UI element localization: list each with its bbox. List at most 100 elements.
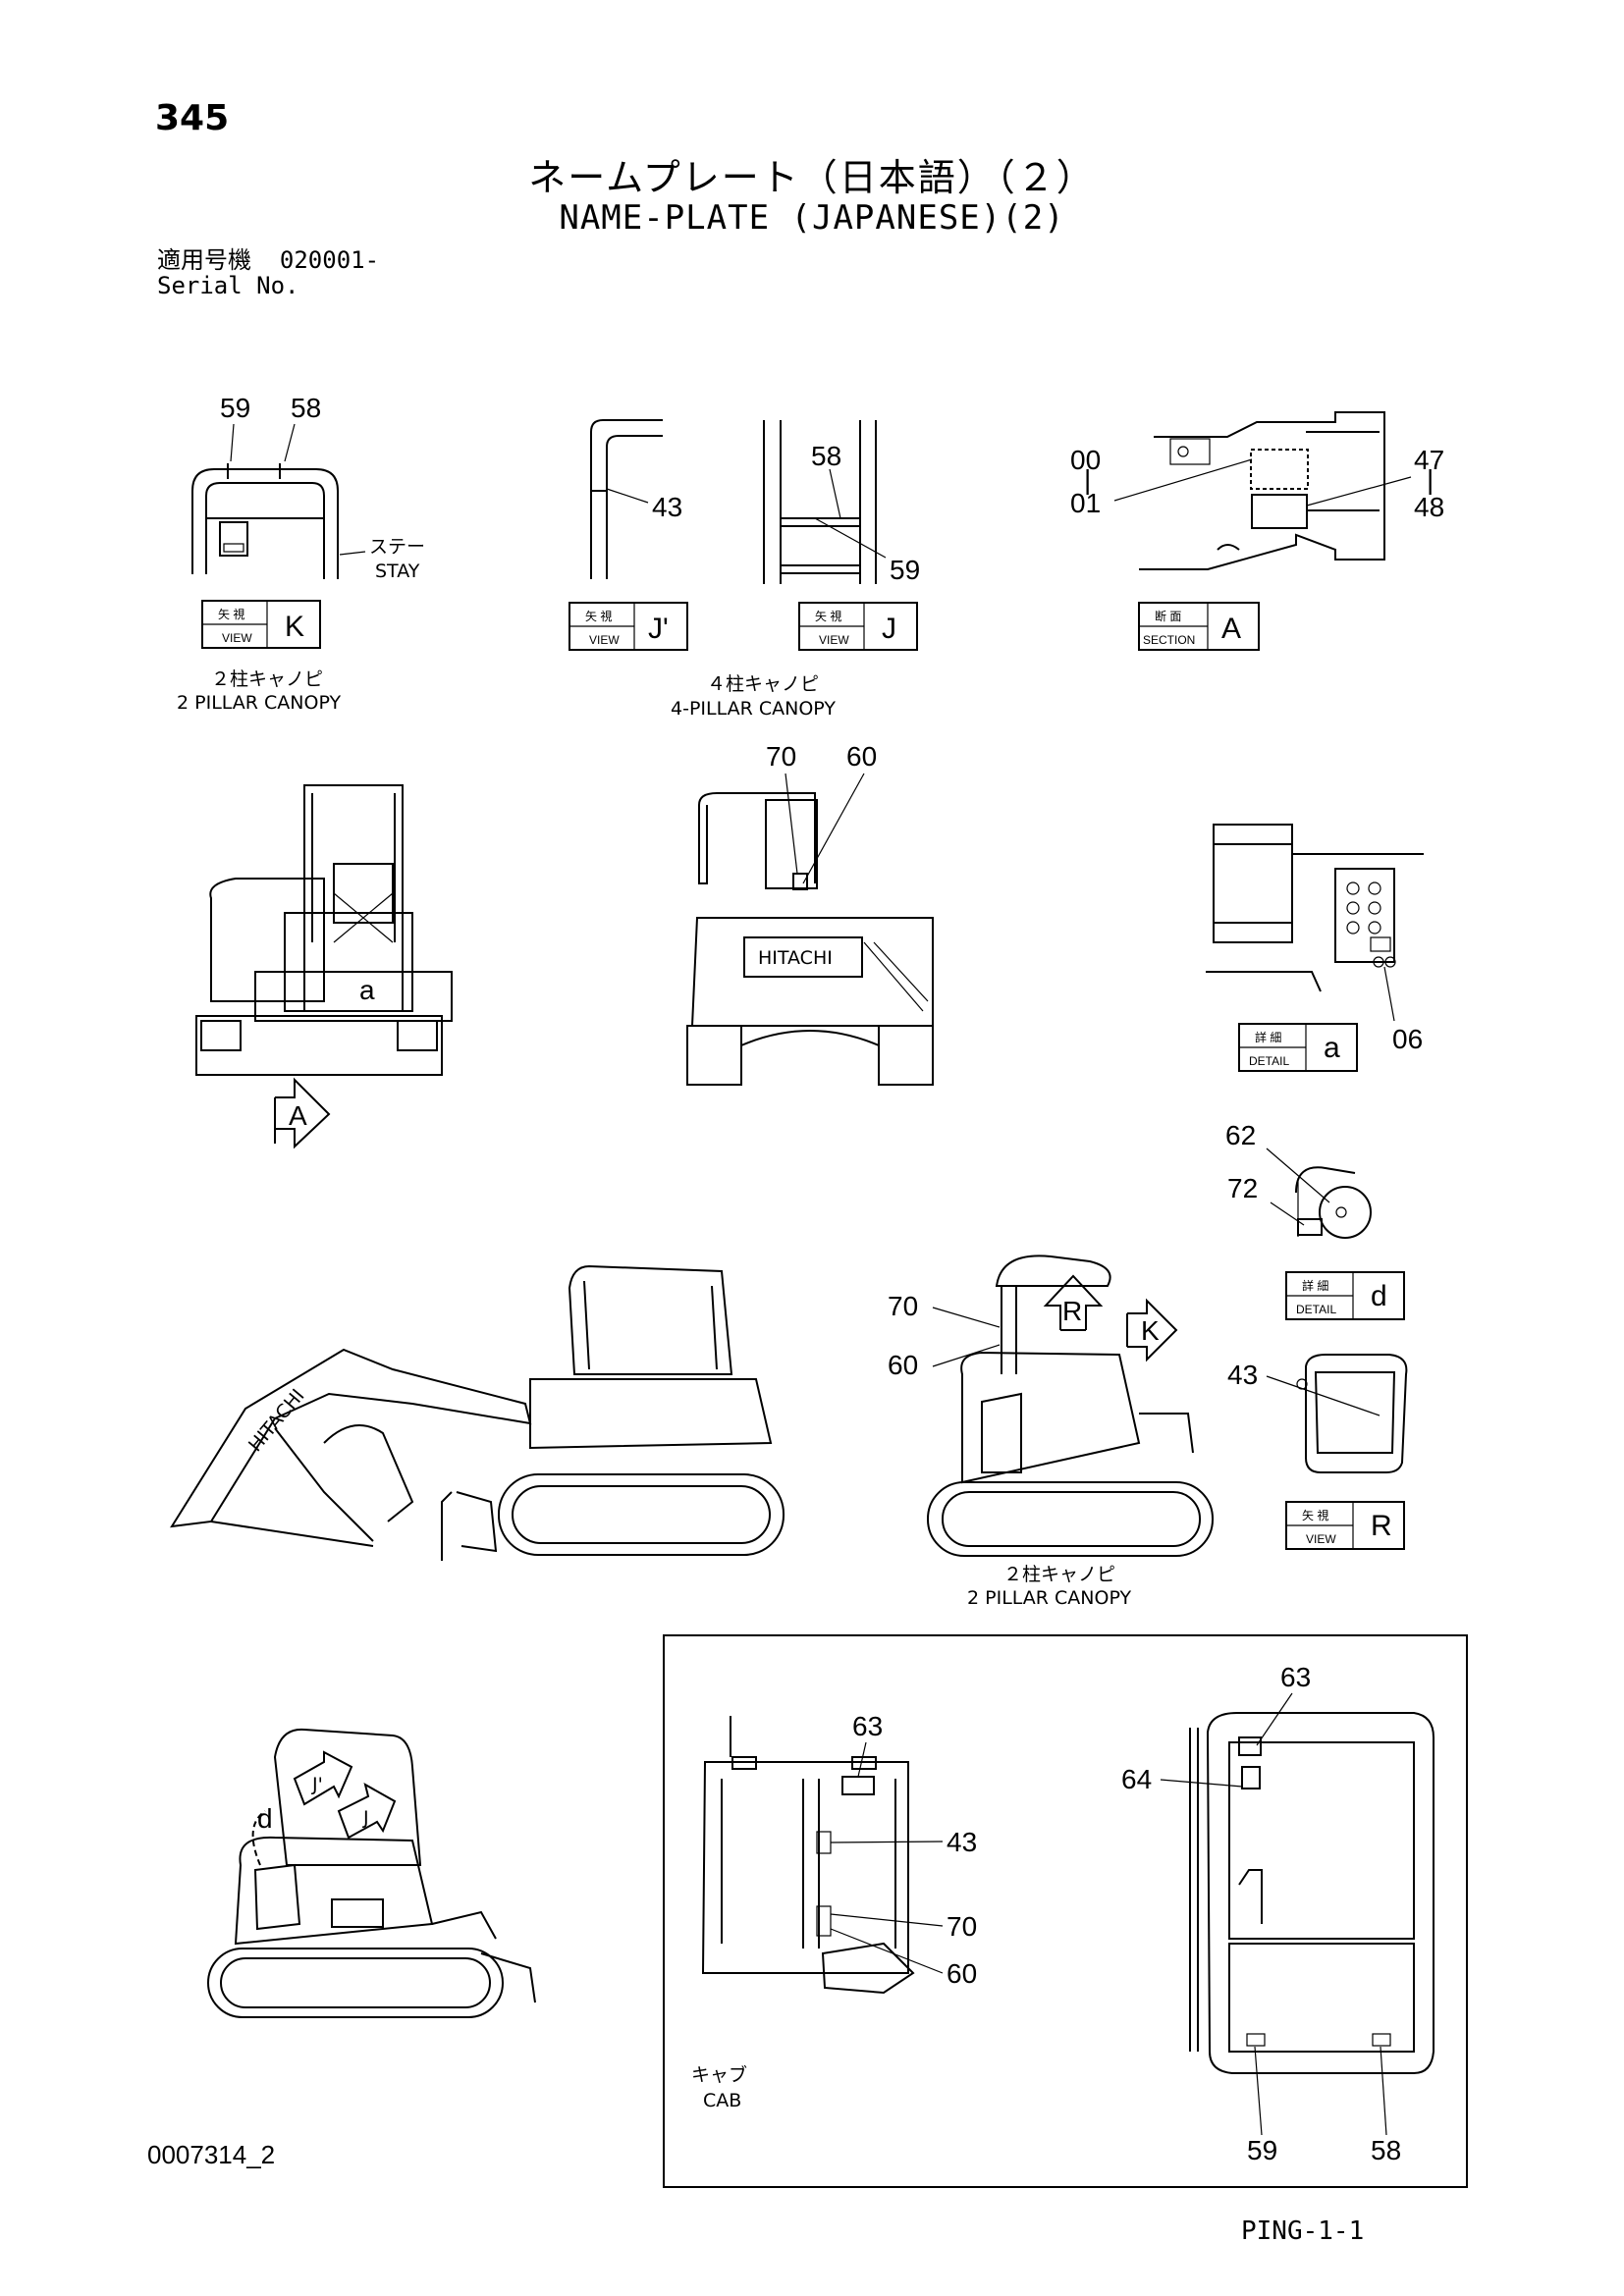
rear-view-machine: HITACHI	[686, 792, 934, 1086]
boom-brand-text: HITACHI	[244, 1385, 309, 1456]
detail-a-figure	[1206, 824, 1424, 992]
page-title-english: NAME-PLATE (JAPANESE)(2)	[559, 198, 1065, 238]
callout-43-view-r: 43	[1227, 1360, 1258, 1390]
callout-62-detail-d: 62	[1225, 1120, 1256, 1150]
front-view-machine	[195, 784, 453, 1076]
svg-text:J': J'	[311, 1774, 323, 1795]
page-title-japanese: ネームプレート（日本語）（２）	[528, 156, 1096, 199]
callout-63-cab-front: 63	[852, 1711, 883, 1741]
callout-range-separator-b: |	[1427, 464, 1434, 495]
callout-64-cab-top: 64	[1121, 1764, 1152, 1794]
detail-a-tag: 詳 細 DETAIL a	[1238, 1023, 1358, 1072]
callout-70-cab-front: 70	[947, 1911, 977, 1942]
two-pillar-caption-jp: ２柱キャノピ	[211, 668, 323, 690]
four-pillar-caption-jp: ４柱キャノピ	[707, 673, 819, 695]
svg-text:J': J'	[648, 613, 669, 645]
svg-text:矢 視: 矢 視	[1302, 1508, 1328, 1522]
callout-59-cab-top: 59	[1247, 2135, 1277, 2165]
callout-63-cab-top: 63	[1280, 1662, 1311, 1692]
view-k-tag: 矢 視 VIEW K	[201, 600, 321, 649]
svg-text:DETAIL: DETAIL	[1249, 1054, 1289, 1068]
callout-06-detail-a: 06	[1392, 1024, 1423, 1054]
detail-d-tag: 詳 細 DETAIL d	[1285, 1271, 1405, 1320]
callout-01-section-a: 01	[1070, 488, 1101, 518]
cab-top-view	[1189, 1712, 1435, 2074]
svg-text:矢 視: 矢 視	[815, 609, 841, 623]
view-jprime-arrow: J'	[293, 1750, 353, 1806]
svg-text:R: R	[1062, 1296, 1082, 1326]
cab-caption-en: CAB	[703, 2090, 741, 2111]
callout-48-section-a: 48	[1414, 492, 1444, 522]
svg-text:J: J	[362, 1807, 369, 1829]
svg-text:J: J	[882, 613, 896, 645]
view-jprime-figure	[590, 419, 663, 579]
document-code: 0007314_2	[147, 2140, 276, 2169]
callout-43-cab-front: 43	[947, 1827, 977, 1857]
view-j-tag: 矢 視 VIEW J	[798, 602, 918, 651]
callout-59-view-k: 59	[220, 393, 250, 423]
serial-number-block: 適用号機 020001- Serial No.	[157, 247, 379, 298]
rear-three-quarter-machine	[207, 1728, 536, 2018]
callout-72-detail-d: 72	[1227, 1173, 1258, 1203]
svg-text:K: K	[1141, 1315, 1160, 1346]
svg-text:A: A	[1221, 613, 1241, 645]
stay-caption-en: STAY	[375, 561, 420, 582]
callout-43-view-jprime: 43	[652, 492, 682, 522]
svg-text:VIEW: VIEW	[222, 631, 252, 645]
svg-text:VIEW: VIEW	[1306, 1532, 1336, 1546]
view-k-arrow: K	[1126, 1298, 1178, 1362]
view-jprime-tag: 矢 視 VIEW J'	[568, 602, 688, 651]
callout-70-rear-view: 70	[766, 741, 796, 772]
svg-text:断 面: 断 面	[1155, 609, 1181, 623]
detail-a-marker: a	[359, 975, 375, 1005]
serial-label-line: Serial No.	[157, 272, 299, 299]
two-pillar-lower-caption-jp: ２柱キャノピ	[1003, 1564, 1115, 1585]
view-k-stay-figure	[191, 463, 366, 579]
view-r-tag: 矢 視 VIEW R	[1285, 1501, 1405, 1550]
callout-47-section-a: 47	[1414, 445, 1444, 475]
view-r-figure	[1296, 1354, 1408, 1473]
svg-text:矢 視: 矢 視	[218, 607, 244, 621]
svg-text:矢 視: 矢 視	[585, 609, 612, 623]
svg-text:SECTION: SECTION	[1143, 633, 1195, 647]
svg-text:d: d	[1371, 1280, 1387, 1312]
cab-caption-jp: キャブ	[691, 2063, 747, 2086]
svg-text:K: K	[285, 611, 304, 643]
two-pillar-caption-en: 2 PILLAR CANOPY	[177, 692, 342, 714]
svg-text:VIEW: VIEW	[819, 633, 849, 647]
callout-58-view-k: 58	[291, 393, 321, 423]
callout-00-section-a: 00	[1070, 445, 1101, 475]
callout-60-cab-front: 60	[947, 1958, 977, 1989]
svg-text:R: R	[1371, 1510, 1392, 1542]
detail-d-figure	[1295, 1166, 1372, 1239]
two-pillar-lower-caption-en: 2 PILLAR CANOPY	[967, 1587, 1132, 1609]
svg-text:A: A	[289, 1100, 307, 1131]
cab-frame-box	[663, 1634, 1468, 2188]
page-number: 345	[155, 98, 230, 138]
callout-range-separator-a: |	[1084, 464, 1091, 495]
callout-70-two-pillar: 70	[888, 1291, 918, 1321]
rear-brand-text: HITACHI	[758, 947, 833, 969]
callout-58-cab-top: 58	[1371, 2135, 1401, 2165]
callout-60-rear-view: 60	[846, 741, 877, 772]
callout-59-view-j: 59	[890, 555, 920, 585]
side-view-excavator: HITACHI	[170, 1264, 785, 1561]
svg-text:詳 細: 詳 細	[1255, 1030, 1281, 1044]
two-pillar-canopy-machine	[927, 1255, 1214, 1557]
section-a-tag: 断 面 SECTION A	[1138, 602, 1260, 651]
view-r-arrow: R	[1043, 1274, 1104, 1331]
section-a-arrow: A	[274, 1077, 331, 1149]
view-j-arrow: J	[337, 1782, 397, 1840]
detail-d-marker: d	[257, 1803, 273, 1834]
serial-applicable-line: 適用号機 020001-	[157, 246, 380, 274]
svg-text:a: a	[1324, 1032, 1340, 1064]
stay-caption-jp: ステー	[369, 536, 425, 558]
four-pillar-caption-en: 4-PILLAR CANOPY	[671, 698, 836, 720]
cab-front-view	[701, 1716, 915, 1995]
svg-text:VIEW: VIEW	[589, 633, 620, 647]
callout-60-two-pillar: 60	[888, 1350, 918, 1380]
svg-text:DETAIL: DETAIL	[1296, 1303, 1336, 1316]
section-a-figure	[1139, 411, 1385, 570]
view-j-figure	[763, 420, 887, 584]
